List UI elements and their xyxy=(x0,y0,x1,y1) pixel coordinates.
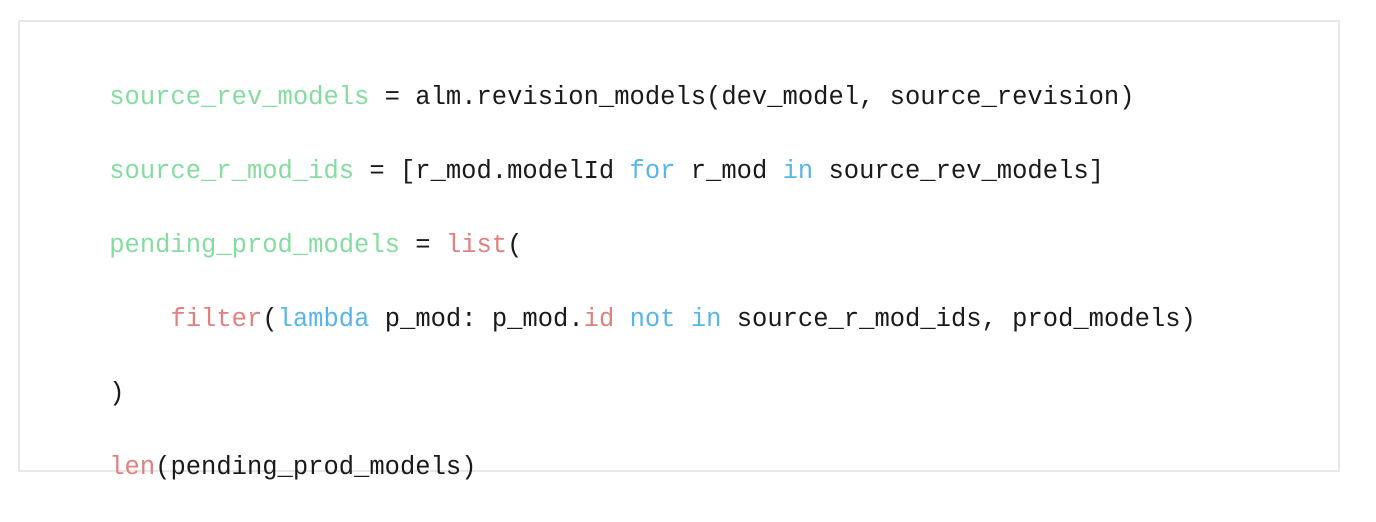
code-token: in xyxy=(690,305,722,334)
code-token: ) xyxy=(109,379,125,408)
code-token: lambda xyxy=(277,305,370,334)
code-token: r_mod xyxy=(675,157,783,186)
code-token: for xyxy=(629,157,676,186)
code-line-1: source_rev_models = alm.revision_models(… xyxy=(48,44,1134,112)
code-token: list xyxy=(445,231,508,260)
code-token xyxy=(614,305,629,334)
code-token: source_r_mod_ids, prod_models) xyxy=(721,305,1196,334)
code-line-4: filter(lambda p_mod: p_mod.id not in sou… xyxy=(48,266,1195,334)
code-token: len xyxy=(109,453,156,482)
code-token: = [r_mod.modelId xyxy=(354,157,630,186)
code-line-3: pending_prod_models = list( xyxy=(48,192,522,260)
code-token: filter xyxy=(170,305,263,334)
code-token xyxy=(676,305,691,334)
code-token: in xyxy=(782,157,814,186)
code-token xyxy=(109,305,170,334)
code-token: ( xyxy=(262,305,278,334)
code-token: not xyxy=(629,305,676,334)
code-token: = xyxy=(399,231,446,260)
code-token: id xyxy=(583,305,615,334)
code-token: source_r_mod_ids xyxy=(109,157,355,186)
code-token: p_mod: p_mod. xyxy=(369,305,584,334)
code-token: ( xyxy=(507,231,523,260)
code-block[interactable]: source_rev_models = alm.revision_models(… xyxy=(18,20,1340,482)
code-line-6: len(pending_prod_models) xyxy=(48,414,476,482)
code-line-2: source_r_mod_ids = [r_mod.modelId for r_… xyxy=(48,118,1104,186)
code-line-5: ) xyxy=(48,340,124,408)
code-token: pending_prod_models xyxy=(109,231,400,260)
code-token: = alm.revision_models(dev_model, source_… xyxy=(369,83,1135,112)
code-token: source_rev_models] xyxy=(813,157,1104,186)
code-token: source_rev_models xyxy=(109,83,370,112)
code-token: (pending_prod_models) xyxy=(155,453,477,482)
